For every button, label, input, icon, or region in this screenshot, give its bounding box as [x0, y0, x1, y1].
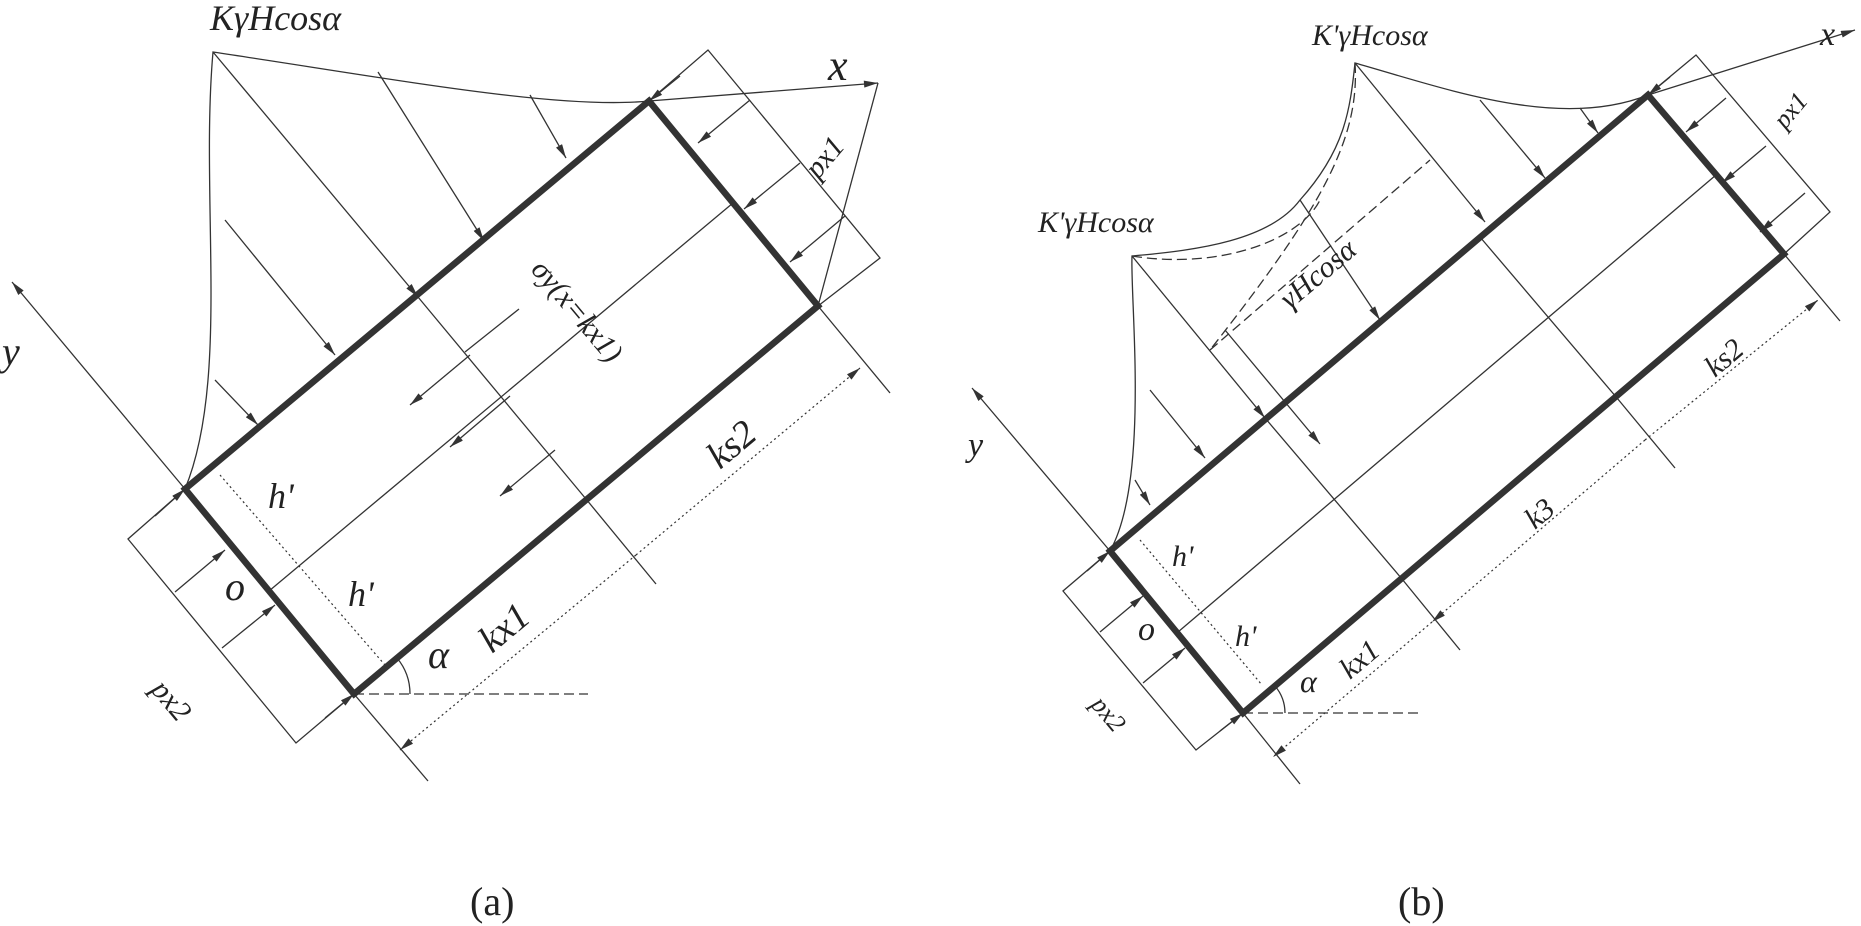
- x-axis-label-b: x: [1819, 16, 1835, 53]
- centerline-b: [1177, 174, 1717, 633]
- x-axis-a: [648, 80, 879, 102]
- dim-ext-b-2: [1616, 397, 1676, 469]
- alpha-arc-a: [396, 657, 411, 695]
- caption-b: (b): [1398, 879, 1445, 924]
- kx1-dim-a: [399, 554, 637, 751]
- kx1-label-a: kx1: [471, 595, 538, 661]
- alpha-label-b: α: [1300, 663, 1318, 699]
- load-arrow-b-6: [1224, 329, 1321, 445]
- load-arrow-b-5: [1299, 199, 1381, 321]
- transverse-line-a-1: [417, 296, 587, 500]
- dim-ext-b-4: [1242, 712, 1301, 785]
- load-arrow-a-3: [529, 94, 567, 159]
- alpha-arc-b: [1274, 685, 1286, 714]
- figure-b: K'γHcosα K'γHcosα γHcosα x y px1 px2 ks2…: [965, 16, 1856, 924]
- ks2-label-b: ks2: [1698, 332, 1750, 383]
- px1-block-b: [1647, 54, 1831, 255]
- px1-arrow-a-4: [789, 215, 846, 263]
- y-axis-label-a: y: [0, 329, 20, 374]
- px1-arrow-b-3: [1721, 145, 1767, 184]
- figure-a: KγHcosα x y px1 px2 σy(x=kx1) ks2 kx1 h'…: [0, 0, 891, 924]
- px2-arrow-b-3: [1142, 647, 1186, 684]
- h-dim-a: [219, 474, 386, 666]
- origin-label-a: o: [225, 564, 245, 609]
- load-arrow-a-5: [214, 379, 259, 426]
- k3-dim-b: [1431, 439, 1646, 623]
- sigma-arrow-a-3: [409, 354, 471, 406]
- load-arrow-a-4: [224, 219, 336, 356]
- px2-arrow-a-3: [221, 604, 276, 649]
- load-arrow-b-1: [1354, 62, 1486, 223]
- px2-arrow-a-4: [324, 693, 355, 719]
- load-arrow-a-1: [212, 51, 419, 298]
- h-prime-label-a-2: h': [348, 574, 375, 614]
- dashed-line-b-3: [1209, 159, 1431, 351]
- load-arrow-b-2: [1479, 99, 1546, 179]
- load-arrow-a-2: [377, 71, 485, 242]
- px1-arrow-a-1: [648, 75, 681, 102]
- dim-ext-b-3: [1401, 578, 1461, 651]
- px2-arrow-b-2: [1099, 595, 1144, 633]
- load-arrow-b-8: [1134, 479, 1151, 506]
- px1-arrow-b-4: [1759, 192, 1806, 233]
- load-arrow-b-7: [1149, 389, 1206, 459]
- px1-arrow-b-1: [1647, 76, 1671, 96]
- load-curve-a: [184, 51, 650, 490]
- h-prime-label-b-2: h': [1235, 620, 1257, 653]
- transverse-line-b-2: [1479, 236, 1618, 399]
- px2-arrow-b-1: [1086, 550, 1111, 572]
- x-axis-label-a: x: [827, 41, 848, 90]
- x-axis-b: [1647, 29, 1856, 96]
- h-dim-b: [1139, 539, 1263, 686]
- sigma-arrow-a-1: [449, 395, 511, 448]
- px1-block-a: [648, 49, 881, 307]
- y-axis-b: [971, 387, 1111, 552]
- transverse-line-b-1: [1264, 417, 1403, 580]
- px2-block-b: [1062, 550, 1244, 751]
- px2-label-b: px2: [1084, 689, 1132, 738]
- sigma-block-line-1: [464, 308, 520, 353]
- sigma-label-a: σy(x=kx1): [525, 253, 630, 369]
- h-prime-label-b-1: h': [1172, 540, 1194, 573]
- dim-ext-b-1: [1783, 253, 1841, 322]
- ks2-label-a: ks2: [699, 412, 765, 477]
- px2-arrow-a-2: [174, 549, 226, 593]
- px1-arrow-a-2: [697, 99, 751, 144]
- caption-a: (a): [470, 879, 514, 924]
- px2-arrow-b-4: [1219, 712, 1244, 732]
- px1-label-a: px1: [797, 130, 851, 186]
- px1-arrow-b-2: [1685, 97, 1727, 133]
- origin-label-b: o: [1138, 611, 1155, 648]
- dim-ext-a-3: [353, 693, 429, 782]
- dim-ext-a-2: [585, 498, 657, 585]
- load-arrow-b-3: [1579, 107, 1599, 134]
- ks2-dim-b: [1644, 299, 1819, 441]
- load-curve-b: [1109, 62, 1649, 552]
- mid-load-label-b: γHcosα: [1273, 232, 1364, 315]
- px2-label-a: px2: [143, 672, 197, 728]
- kx1-label-b: kx1: [1333, 633, 1386, 685]
- y-axis-label-b: y: [965, 427, 984, 464]
- dim-ext-a-1: [817, 305, 891, 394]
- top-load-label-b: K'γHcosα: [1311, 19, 1429, 52]
- alpha-label-a: α: [428, 632, 450, 677]
- h-prime-label-a-1: h': [268, 476, 295, 516]
- sigma-arrow-a-2: [499, 449, 556, 497]
- top-load-label-a: KγHcosα: [209, 0, 342, 38]
- px2-arrow-a-1: [154, 488, 186, 517]
- px1-arrow-a-3: [743, 162, 801, 210]
- left-load-label-b: K'γHcosα: [1037, 206, 1155, 239]
- load-arrow-b-4: [1131, 255, 1266, 419]
- px1-label-b: px1: [1766, 86, 1814, 135]
- ks2-dim-a: [635, 367, 861, 556]
- y-axis-a: [11, 281, 186, 490]
- dashed-curve-b-2: [1209, 62, 1357, 351]
- x-axis-guide-a: [817, 82, 879, 307]
- k3-label-b: k3: [1518, 492, 1561, 535]
- kx1-dim-b: [1272, 621, 1433, 758]
